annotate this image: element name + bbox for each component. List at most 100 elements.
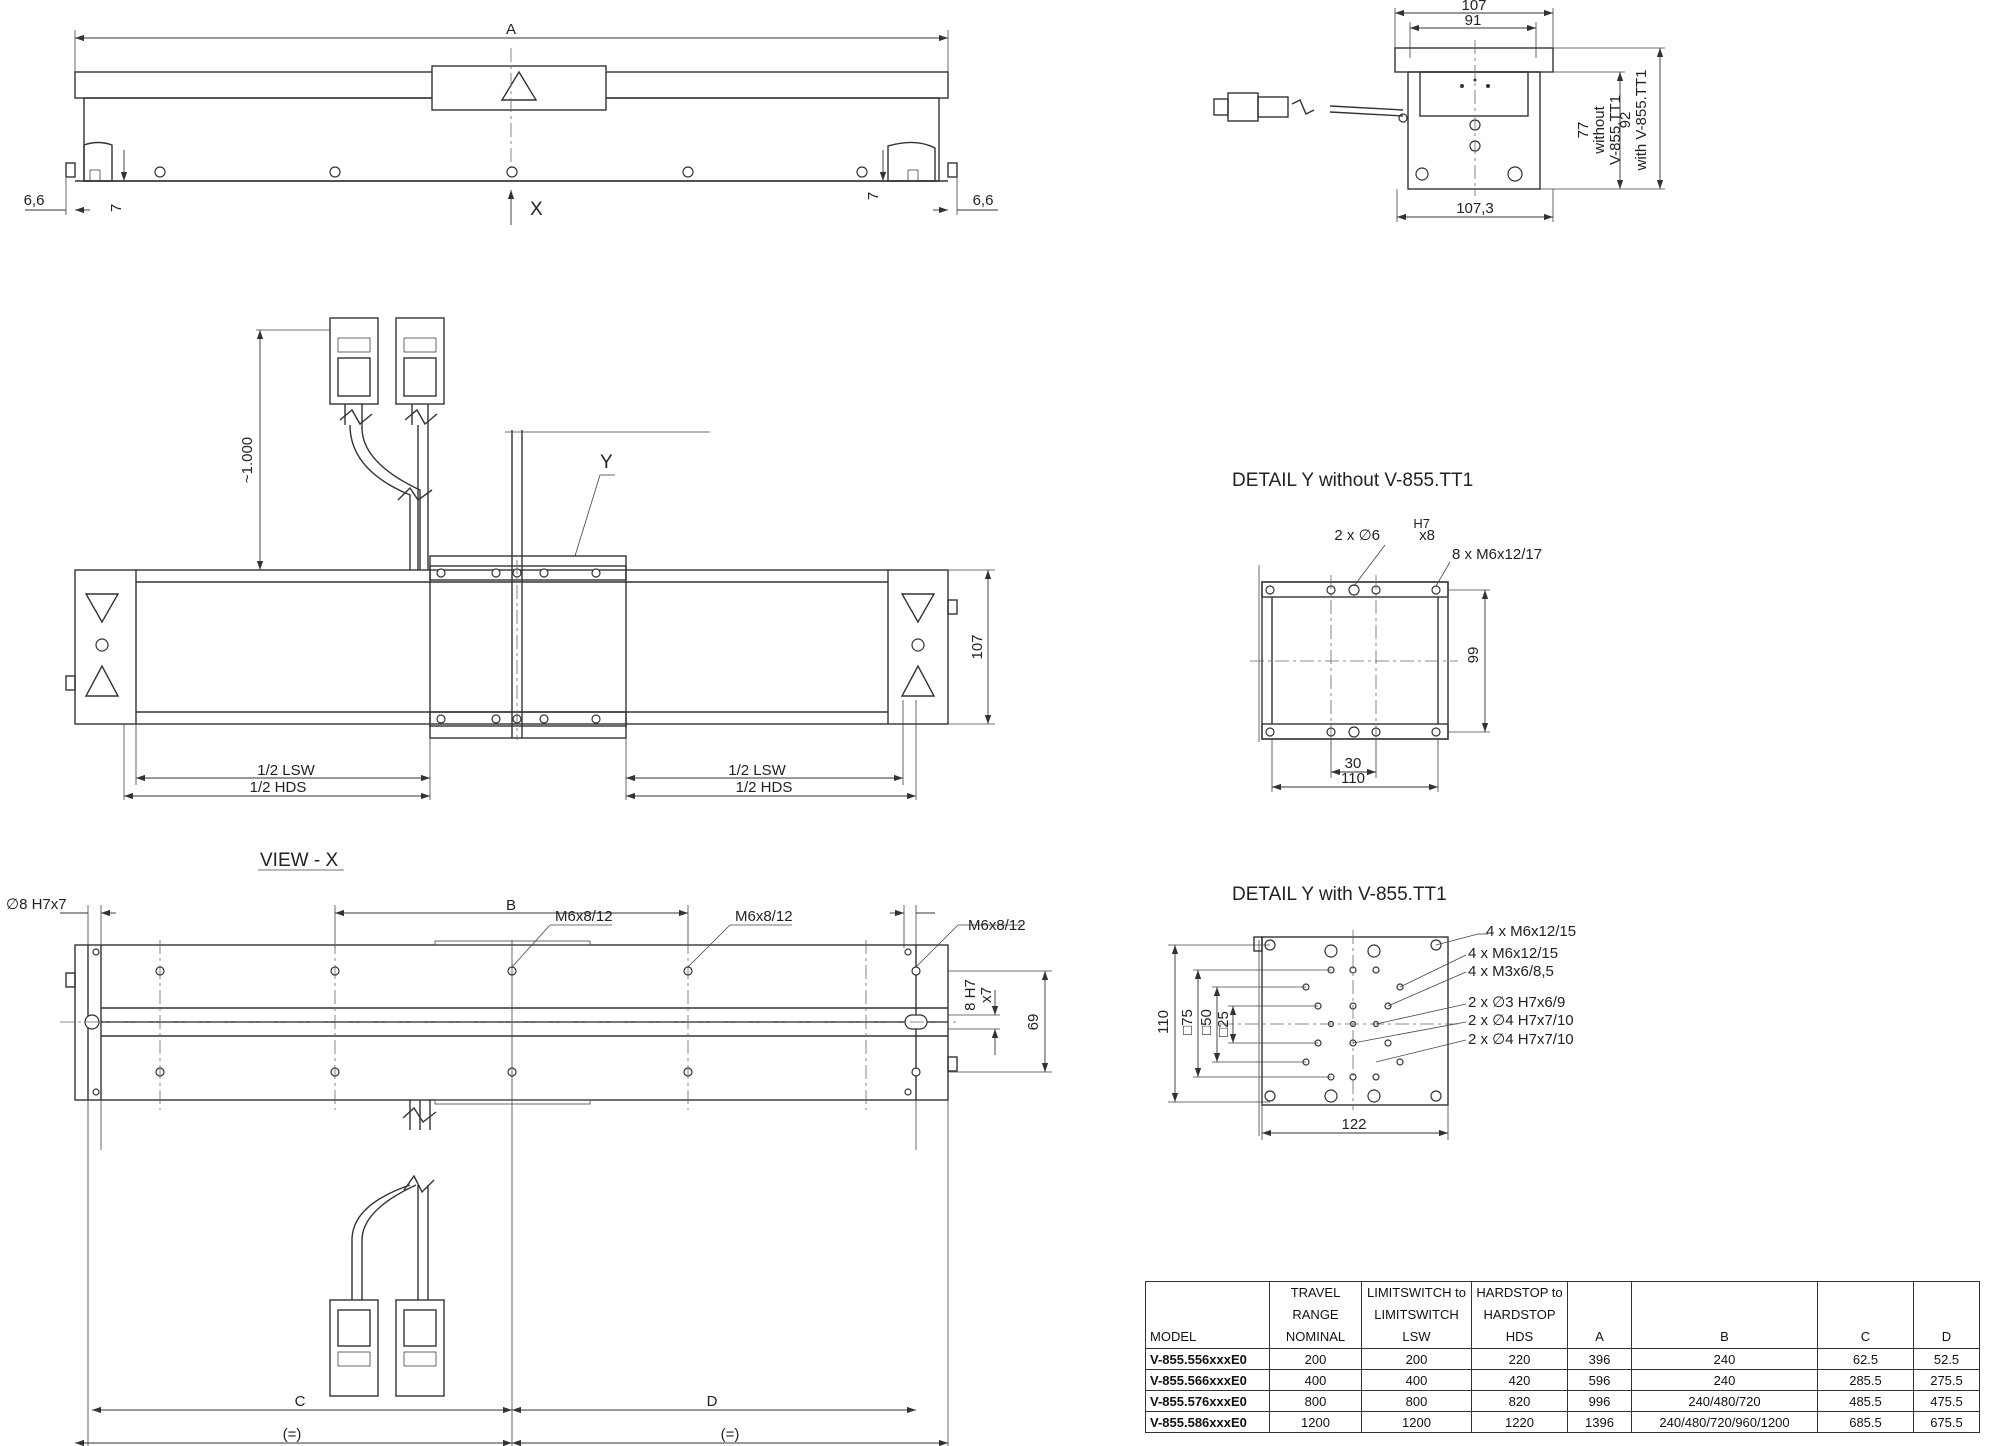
- detail-y-with: DETAIL Y with V-855.TT1: [1155, 884, 1576, 1140]
- plan-height-107: 107: [969, 634, 986, 659]
- dim-right-6-6: 6,6: [973, 192, 994, 209]
- c-cell: 485.5: [1817, 1390, 1914, 1412]
- model-cell: V-855.556xxxE0: [1145, 1348, 1270, 1370]
- view-x-arrow-label: X: [530, 199, 543, 220]
- dim-107-3: 107,3: [1456, 200, 1494, 217]
- dim-left-7: 7: [108, 204, 125, 212]
- with-dim-50: □50: [1198, 1009, 1215, 1035]
- thread-note-2: M6x8/12: [735, 908, 793, 925]
- plan-connectors: [329, 317, 445, 570]
- dim-69: 69: [1025, 1014, 1042, 1031]
- end-view: 107 91 107,3 77: [1213, 0, 1665, 222]
- b-cell: 240/480/720/960/1200: [1631, 1411, 1818, 1433]
- thread-note-1: M6x8/12: [555, 908, 613, 925]
- header-d: D: [1913, 1281, 1980, 1349]
- hole-h7: H7: [1413, 516, 1430, 531]
- b-cell: 240: [1631, 1369, 1818, 1391]
- a-cell: 996: [1567, 1390, 1632, 1412]
- header-lsw-line-2: LIMITSWITCH: [1374, 1307, 1459, 1322]
- eq-right: (=): [721, 1426, 740, 1443]
- hds-cell: 820: [1471, 1390, 1568, 1412]
- dim-left-6-6: 6,6: [24, 192, 45, 209]
- header-a: A: [1567, 1281, 1632, 1349]
- top-side-view: A 6,6 6,6 7 7: [24, 21, 998, 225]
- header-hds-line-2: HARDSTOP: [1483, 1307, 1556, 1322]
- hds-cell: 420: [1471, 1369, 1568, 1391]
- travel-cell: 1200: [1269, 1411, 1362, 1433]
- pin-note: ∅8 H7x7: [6, 896, 67, 913]
- dim-77-note-2: V-855.TT1: [1607, 95, 1624, 165]
- dim-right-7: 7: [865, 192, 882, 200]
- hds-cell: 220: [1471, 1348, 1568, 1370]
- header-hds-line-3: HDS: [1505, 1329, 1534, 1344]
- hole-depth: x8: [1419, 527, 1435, 544]
- b-cell: 240/480/720: [1631, 1390, 1818, 1412]
- model-cell: V-855.566xxxE0: [1145, 1369, 1270, 1391]
- view-x: VIEW - X ∅8 H7x7 B: [6, 850, 1052, 1446]
- detail-with-title: DETAIL Y with V-855.TT1: [1232, 884, 1447, 905]
- with-note-4: 2 x ∅3 H7x6/9: [1468, 994, 1565, 1011]
- dim-92-note: with V-855.TT1: [1633, 70, 1650, 172]
- dim-C-label: C: [295, 1393, 306, 1410]
- lsw-cell: 200: [1361, 1348, 1472, 1370]
- dim-77: 77: [1575, 122, 1592, 139]
- with-note-5: 2 x ∅4 H7x7/10: [1468, 1012, 1574, 1029]
- header-hds: HARDSTOP to HARDSTOP HDS: [1471, 1281, 1568, 1349]
- d-cell: 675.5: [1913, 1411, 1980, 1433]
- dim-92: 92: [1617, 112, 1634, 129]
- with-note-1: 4 x M6x12/15: [1486, 923, 1576, 940]
- travel-cell: 200: [1269, 1348, 1362, 1370]
- d-cell: 52.5: [1913, 1348, 1980, 1370]
- c-cell: 62.5: [1817, 1348, 1914, 1370]
- dim-77-note-1: without: [1591, 105, 1608, 154]
- with-dim-75: □75: [1179, 1009, 1196, 1035]
- lsw-left: 1/2 LSW: [257, 762, 315, 779]
- with-dim-110: 110: [1155, 1010, 1172, 1034]
- detail-y-without: DETAIL Y without V-855.TT1 2 x ∅6 H7 x8 …: [1232, 470, 1542, 792]
- dim-110-without: 110: [1341, 770, 1365, 787]
- dim-91: 91: [1465, 12, 1482, 29]
- travel-cell: 800: [1269, 1390, 1362, 1412]
- dim-D-label: D: [707, 1393, 718, 1410]
- dim-107-top: 107: [1461, 0, 1486, 14]
- header-lsw-line-3: LSW: [1402, 1329, 1431, 1344]
- model-cell: V-855.576xxxE0: [1145, 1390, 1270, 1412]
- a-cell: 596: [1567, 1369, 1632, 1391]
- header-travel-line-1: TRAVEL: [1290, 1285, 1341, 1300]
- hole-prefix: 2 x ∅6: [1334, 527, 1380, 544]
- table-row: V-855.576xxxE0 800 800 820 996 240/480/7…: [1145, 1390, 1980, 1412]
- hds-cell: 1220: [1471, 1411, 1568, 1433]
- d-cell: 275.5: [1913, 1369, 1980, 1391]
- a-cell: 1396: [1567, 1411, 1632, 1433]
- with-note-3: 4 x M3x6/8,5: [1468, 963, 1554, 980]
- dim-B-label: B: [506, 897, 516, 914]
- b-cell: 240: [1631, 1348, 1818, 1370]
- header-b: B: [1631, 1281, 1818, 1349]
- dim-30: 30: [1345, 755, 1362, 772]
- header-lsw-line-1: LIMITSWITCH to: [1367, 1285, 1466, 1300]
- c-cell: 685.5: [1817, 1411, 1914, 1433]
- lsw-cell: 400: [1361, 1369, 1472, 1391]
- table-row: V-855.586xxxE0 1200 1200 1220 1396 240/4…: [1145, 1411, 1980, 1433]
- header-travel-line-2: RANGE: [1292, 1307, 1339, 1322]
- thread-note: 8 x M6x12/17: [1452, 546, 1542, 563]
- hds-left: 1/2 HDS: [250, 779, 307, 796]
- with-dim-122: 122: [1341, 1116, 1366, 1133]
- header-model: MODEL: [1145, 1281, 1270, 1349]
- hds-right: 1/2 HDS: [736, 779, 793, 796]
- with-note-6: 2 x ∅4 H7x7/10: [1468, 1031, 1574, 1048]
- lsw-cell: 800: [1361, 1390, 1472, 1412]
- with-note-2: 4 x M6x12/15: [1468, 945, 1558, 962]
- detail-without-title: DETAIL Y without V-855.TT1: [1232, 470, 1473, 491]
- eq-left: (=): [283, 1426, 302, 1443]
- header-lsw: LIMITSWITCH to LIMITSWITCH LSW: [1361, 1281, 1472, 1349]
- slot-h7: 8 H7: [962, 979, 979, 1011]
- header-hds-line-1: HARDSTOP to: [1476, 1285, 1563, 1300]
- lsw-cell: 1200: [1361, 1411, 1472, 1433]
- table-row: V-855.566xxxE0 400 400 420 596 240 285.5…: [1145, 1369, 1980, 1391]
- lsw-right: 1/2 LSW: [728, 762, 786, 779]
- view-x-title: VIEW - X: [260, 850, 338, 871]
